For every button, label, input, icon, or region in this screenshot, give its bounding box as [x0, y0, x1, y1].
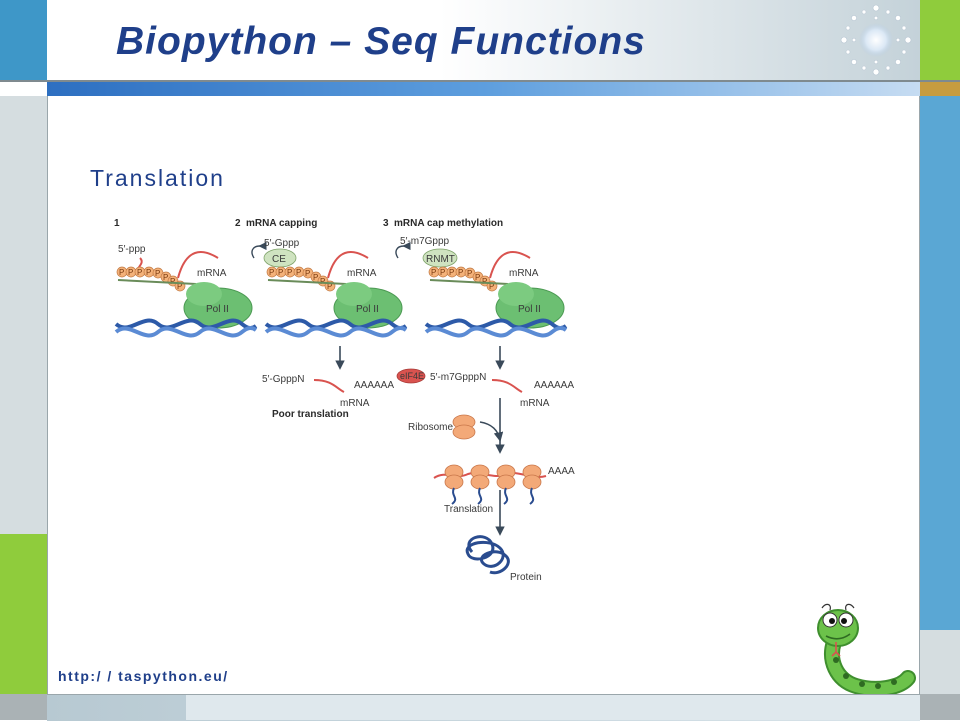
mrna-label: mRNA [197, 268, 227, 279]
protein: Protein [465, 535, 542, 583]
header-accent-bar [47, 82, 920, 96]
step1-end-label: 5′-ppp [118, 244, 146, 255]
phosphate-label: P [489, 282, 494, 291]
mrna-label: mRNA [509, 268, 539, 279]
phosphate-label: P [296, 268, 301, 277]
step-2-number: 2 [235, 218, 241, 229]
slide-border-right [919, 96, 920, 694]
phosphate-label: P [278, 268, 283, 277]
phosphate-label: P [467, 269, 472, 278]
frame-left-base [0, 694, 47, 720]
polyA-label: AAAAAA [354, 380, 394, 391]
enzyme-ce-label: CE [272, 254, 286, 265]
good-cap-label: 5′-m7GpppN [430, 372, 486, 383]
phosphate-label: P [458, 268, 463, 277]
phosphate-label: P [431, 268, 436, 277]
protein-label: Protein [510, 572, 542, 583]
slide-subtitle: Translation [90, 165, 225, 191]
phosphate-label: P [327, 282, 332, 291]
phosphate-label: P [119, 268, 124, 277]
frame-left-middle [0, 96, 47, 534]
step3-end-label: 5′-m7Gppp [400, 236, 450, 247]
poor-translation-label: Poor translation [272, 409, 349, 420]
poor-cap-label: 5′-GpppN [262, 374, 304, 385]
phosphate-label: P [137, 268, 142, 277]
phosphate-label: P [155, 269, 160, 278]
step-3-label: mRNA cap methylation [394, 218, 503, 229]
frame-left-top [0, 0, 47, 80]
ribosome-label: Ribosome [408, 422, 453, 433]
translation-diagram: 1 2 mRNA capping 3 mRNA cap methylation … [114, 218, 575, 583]
frame-right-accent [920, 82, 960, 96]
footer-bar-light [186, 695, 920, 720]
phosphate-label: P [287, 268, 292, 277]
pol-ii-label: Pol II [518, 304, 541, 315]
step-2-label: mRNA capping [246, 218, 317, 229]
eif4e-label: eIF4E [400, 371, 424, 381]
panel-step-1: 5′-ppp P P P P P P P P mRNA Pol II [114, 244, 258, 338]
frame-left-bottom [0, 534, 47, 694]
ribosome: Ribosome [408, 414, 504, 442]
enzyme-rnmt-label: RNMT [426, 254, 455, 265]
mrna-label: mRNA [340, 398, 370, 409]
mrna-label: mRNA [520, 398, 550, 409]
phosphate-label: P [177, 282, 182, 291]
phosphate-label: P [128, 268, 133, 277]
pol-ii-label: Pol II [206, 304, 229, 315]
frame-right-bottom [920, 630, 960, 694]
header-divider [0, 80, 960, 82]
slide-title: Biopython – Seq Functions [116, 20, 646, 63]
sun-logo-icon [840, 4, 912, 76]
phosphate-label: P [475, 273, 480, 282]
cap-binding-branch: eIF4E 5′-m7GpppN AAAAAA mRNA [396, 368, 574, 409]
header-background [47, 0, 920, 80]
frame-right-middle [920, 96, 960, 630]
phosphate-label: P [170, 277, 175, 286]
phosphate-label: P [269, 268, 274, 277]
step2-end-label: 5′-Gppp [264, 238, 300, 249]
polysome: AAAA [433, 464, 575, 505]
phosphate-label: P [449, 268, 454, 277]
snake-mascot-icon [817, 603, 916, 694]
frame-right-base [920, 694, 960, 720]
frame-right-top [920, 0, 960, 80]
mrna-label: mRNA [347, 268, 377, 279]
footer-url[interactable]: http:/ / taspython.eu/ [58, 668, 229, 684]
poor-translation-branch: 5′-GpppN AAAAAA mRNA Poor translation [262, 374, 394, 420]
panel-step-2: 5′-Gppp CE P P P P P P P P mRNA Pol II [251, 238, 408, 338]
phosphate-label: P [482, 277, 487, 286]
slide-border-left [47, 96, 48, 694]
step-1-number: 1 [114, 218, 120, 229]
translation-label: Translation [444, 504, 493, 515]
phosphate-label: P [146, 268, 151, 277]
phosphate-label: P [320, 277, 325, 286]
phosphate-label: P [163, 273, 168, 282]
panel-step-3: 5′-m7Gppp RNMT P P P P P P P P mRNA Pol … [395, 236, 568, 338]
step-3-number: 3 [383, 218, 389, 229]
polyA-label: AAAAAA [534, 380, 574, 391]
phosphate-label: P [313, 273, 318, 282]
polyA-short-label: AAAA [548, 466, 575, 477]
pol-ii-label: Pol II [356, 304, 379, 315]
phosphate-label: P [305, 269, 310, 278]
phosphate-label: P [440, 268, 445, 277]
